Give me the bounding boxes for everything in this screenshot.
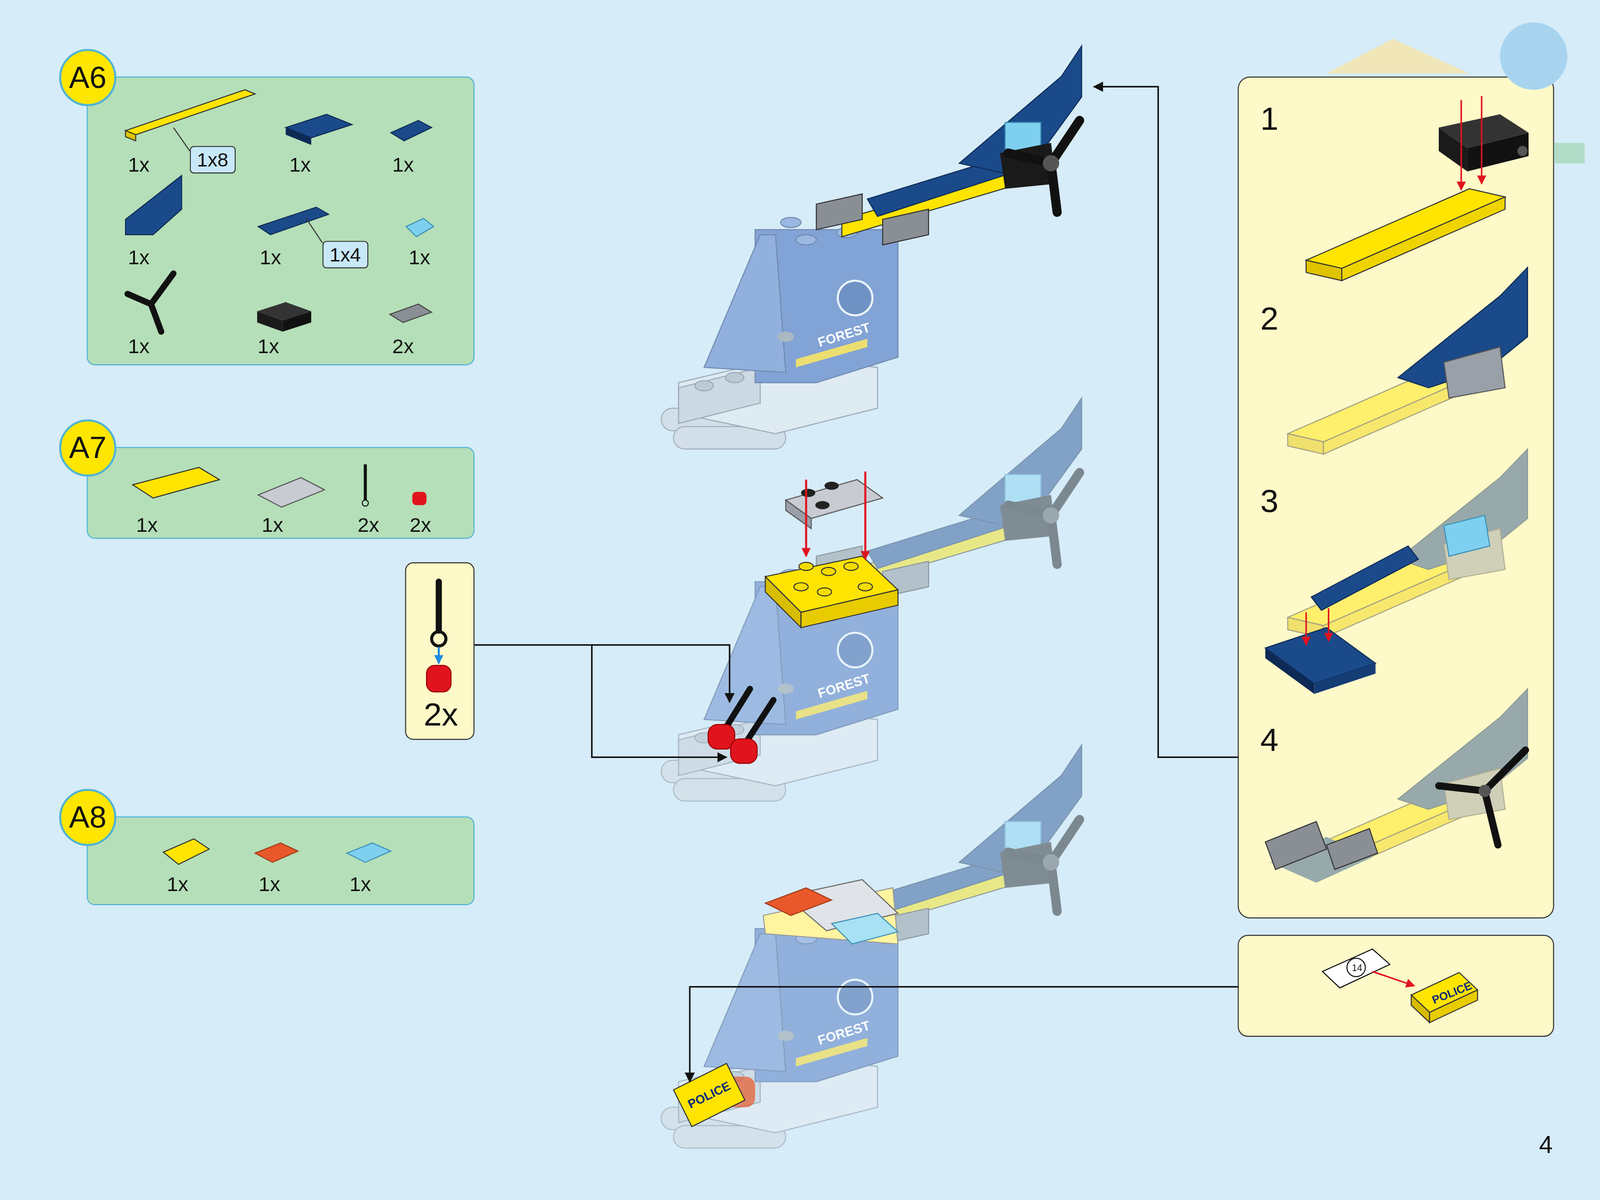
part-count: 1x (289, 154, 311, 175)
length-callout: 1x8 (189, 145, 236, 174)
part-count: 1x (166, 873, 189, 894)
part-count: 1x (261, 514, 284, 535)
part-count: 2x (357, 514, 380, 535)
part-count: 1x (258, 873, 281, 894)
step-label: A8 (69, 802, 107, 833)
sticker-box: 14POLICE (1237, 934, 1555, 1037)
part-count: 2x (392, 335, 414, 356)
step-number: 3 (1260, 484, 1279, 518)
part-count: 1x (127, 246, 150, 268)
step-number: 1 (1260, 102, 1279, 135)
page-number: 4 (1538, 1132, 1553, 1158)
part-count: 1x (136, 514, 158, 535)
step-number: 4 (1260, 723, 1279, 757)
part-count: 1x (259, 246, 282, 268)
parts-panel: A81x1x1x (86, 816, 475, 906)
part-count: 1x (127, 154, 150, 175)
step-number: 2 (1260, 301, 1279, 335)
step-label: A6 (69, 62, 107, 93)
part-count: 1x (408, 246, 431, 268)
part-count: 2x (409, 514, 432, 535)
part-count: 1x (392, 154, 414, 175)
length-callout: 1x4 (322, 240, 369, 269)
part-count: 1x (127, 335, 150, 356)
part-count: 2x (423, 697, 458, 731)
length-text: 1x4 (323, 241, 368, 268)
part-count: 1x (349, 873, 371, 894)
sticker-number: 14 (1352, 963, 1363, 974)
step-label: A7 (69, 432, 107, 464)
length-text: 1x8 (190, 147, 235, 173)
part-count: 1x (257, 335, 280, 356)
